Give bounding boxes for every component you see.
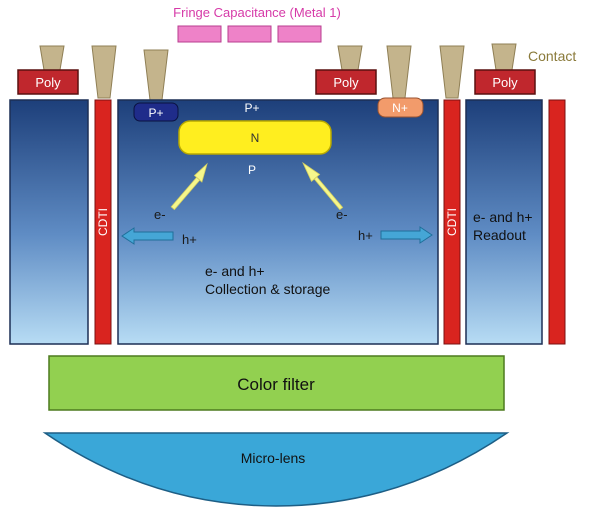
- electron-arrow-left: [170, 162, 208, 211]
- micro-lens: [42, 432, 510, 507]
- poly-gate-left-label: Poly: [35, 75, 61, 90]
- n-plus-implant-label: N+: [392, 101, 408, 115]
- hole-label-right: h+: [358, 228, 373, 243]
- n-plus-implant: [377, 97, 424, 118]
- cdti-label-1: CDTI: [96, 208, 110, 236]
- cdti-label-2: CDTI: [445, 208, 459, 236]
- p-plus-surface-label: P+: [244, 101, 259, 115]
- collection-text-line2: Collection & storage: [205, 281, 331, 297]
- color-filter: [48, 355, 505, 411]
- contact-1: [39, 45, 65, 71]
- poly-gate-center: [315, 69, 377, 95]
- fringe-capacitance-label: Fringe Capacitance (Metal 1): [173, 5, 341, 20]
- contact-7: [491, 43, 517, 71]
- p-region-label: P: [248, 163, 256, 177]
- poly-gate-left: [17, 69, 79, 95]
- poly-gate-right: [474, 69, 536, 95]
- n-region: [178, 120, 332, 155]
- contact-2: [91, 45, 117, 99]
- poly-gate-right-label: Poly: [492, 75, 518, 90]
- electron-label-right: e-: [336, 207, 348, 222]
- hole-arrow-right: [380, 226, 433, 244]
- collection-text-line1: e- and h+: [205, 263, 265, 279]
- contact-5: [386, 45, 412, 99]
- micro-lens-label: Micro-lens: [241, 450, 306, 466]
- silicon-block-left: [9, 99, 89, 345]
- metal-bar-3: [277, 25, 322, 43]
- metal-bar-2: [227, 25, 272, 43]
- contact-label: Contact: [528, 48, 576, 64]
- cdti-trench-1: [94, 99, 112, 345]
- contact-3: [143, 49, 169, 101]
- hole-label-left: h+: [182, 232, 197, 247]
- cdti-trench-3: [548, 99, 566, 345]
- electron-arrow-right: [302, 161, 344, 211]
- p-plus-implant-label: P+: [148, 106, 163, 120]
- contact-6: [439, 45, 465, 99]
- n-region-label: N: [251, 131, 260, 145]
- hole-arrow-left: [121, 227, 174, 245]
- poly-gate-center-label: Poly: [333, 75, 359, 90]
- cdti-trench-2: [443, 99, 461, 345]
- p-plus-implant: [133, 102, 179, 122]
- silicon-block-right: [465, 99, 543, 345]
- metal-bar-1: [177, 25, 222, 43]
- color-filter-label: Color filter: [237, 375, 315, 394]
- readout-text-line1: e- and h+: [473, 209, 533, 225]
- contact-4: [337, 45, 363, 71]
- readout-text-line2: Readout: [473, 227, 526, 243]
- electron-label-left: e-: [154, 207, 166, 222]
